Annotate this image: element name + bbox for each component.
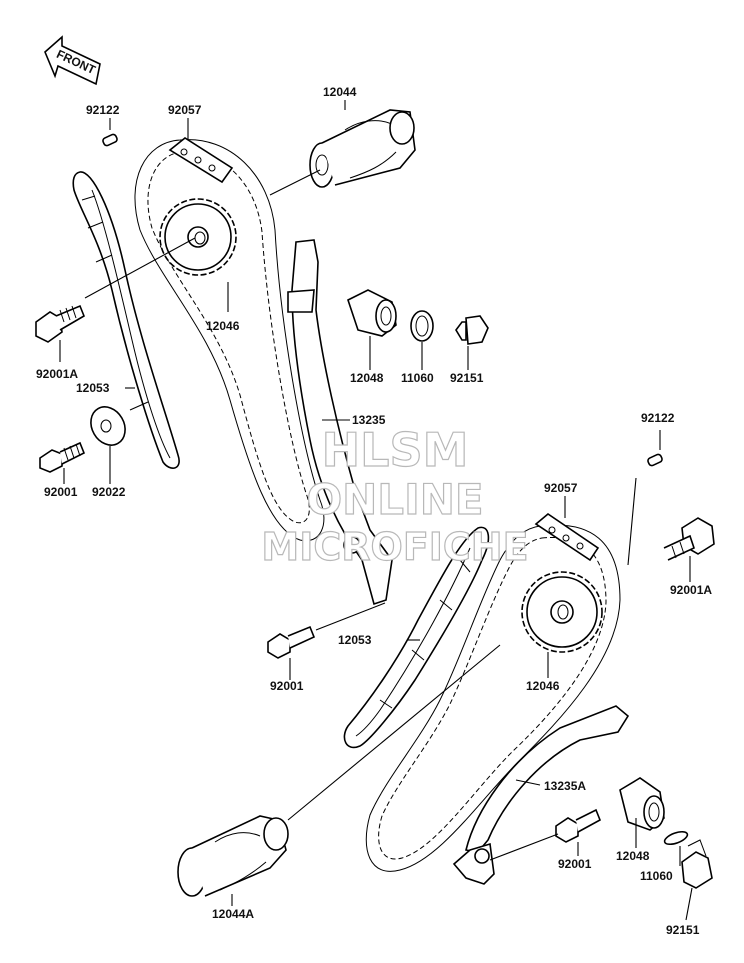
- sprocket-12046-lower: [521, 571, 603, 653]
- label-92001-upper: 92001: [44, 485, 78, 499]
- leader-lines: [59, 100, 693, 921]
- watermark-line-1: HLSM: [322, 423, 469, 477]
- washer-92022: [90, 406, 126, 446]
- pin-92122-lower: [647, 453, 663, 467]
- label-92057-lower: 92057: [544, 481, 578, 495]
- bolt-92001A-upper: [35, 304, 85, 343]
- label-11060-lower: 11060: [640, 869, 673, 883]
- label-12046-lower: 12046: [526, 679, 560, 693]
- pin-92122-upper: [102, 133, 118, 147]
- watermark: HLSM ONLINE MICROFICHE: [261, 422, 529, 569]
- label-13235: 13235: [352, 413, 386, 427]
- front-arrow-icon: FRONT: [44, 35, 101, 86]
- gasket-11060-upper: [410, 310, 434, 342]
- label-92001-lower: 92001: [558, 857, 592, 871]
- chain-guide-12053-lower: [343, 526, 490, 749]
- label-92001-mid: 92001: [270, 679, 304, 693]
- label-92057-upper: 92057: [168, 103, 202, 117]
- label-12044: 12044: [323, 85, 357, 99]
- label-92122-lower: 92122: [641, 411, 675, 425]
- cam-chain-upper: [134, 139, 325, 542]
- label-13235A: 13235A: [544, 779, 586, 793]
- camshaft-12044A: [177, 815, 289, 897]
- label-11060-upper: 11060: [401, 371, 434, 385]
- bolt-92151-upper: [455, 315, 489, 345]
- cam-tensioner-12048-lower: [619, 777, 665, 831]
- bolt-92001A-lower: [663, 517, 715, 561]
- tensioner-guide-13235A: [452, 705, 630, 885]
- label-12044A: 12044A: [212, 907, 254, 921]
- part-labels: 92122 92057 12044 12046 92001A 12053 120…: [36, 85, 712, 937]
- label-92151-lower: 92151: [666, 923, 700, 937]
- bolt-92001-mid: [267, 625, 316, 659]
- label-92001A-upper: 92001A: [36, 367, 78, 381]
- bolt-92151-lower: [681, 839, 713, 889]
- bolt-92001-upper: [39, 441, 86, 473]
- label-12053-lower: 12053: [338, 633, 372, 647]
- gasket-11060-lower: [663, 830, 689, 846]
- tensioner-guide-13235: [287, 239, 393, 606]
- label-12046-upper: 12046: [206, 319, 240, 333]
- sprocket-12046-upper: [159, 198, 237, 276]
- watermark-line-3: MICROFICHE: [261, 525, 528, 569]
- chain-guide-12053-upper: [72, 171, 180, 469]
- bolt-92001-lower: [555, 808, 602, 843]
- label-12048-upper: 12048: [350, 371, 384, 385]
- label-92001A-lower: 92001A: [670, 583, 712, 597]
- label-92122-upper: 92122: [86, 103, 120, 117]
- label-12048-lower: 12048: [616, 849, 650, 863]
- cam-chain-lower: [365, 524, 621, 872]
- label-92151-upper: 92151: [450, 371, 484, 385]
- label-92022: 92022: [92, 485, 126, 499]
- cam-tensioner-12048-upper: [347, 289, 397, 337]
- camshaft-12044: [309, 109, 416, 188]
- label-12053-upper: 12053: [76, 381, 110, 395]
- chain-link-92057-lower: [534, 512, 600, 562]
- watermark-line-2: ONLINE: [306, 475, 483, 524]
- chain-link-92057-upper: [168, 137, 234, 184]
